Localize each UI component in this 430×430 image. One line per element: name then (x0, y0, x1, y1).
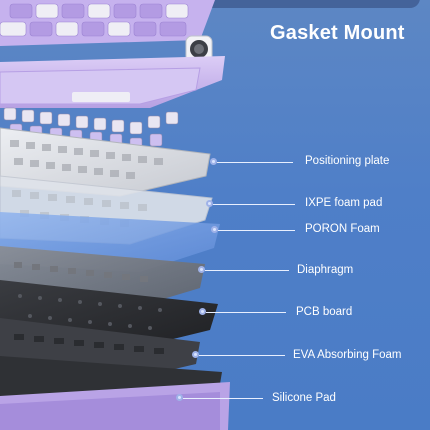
page-title: Gasket Mount (270, 22, 405, 44)
eva-foam-marker (192, 351, 199, 358)
positioning-plate-marker (210, 158, 217, 165)
poron-foam-label: PORON Foam (305, 223, 380, 235)
eva-foam-label: EVA Absorbing Foam (293, 349, 402, 361)
eva-foam-leader (199, 355, 285, 356)
positioning-plate-label: Positioning plate (305, 155, 390, 167)
poron-foam-leader (218, 230, 295, 231)
pcb-board-label: PCB board (296, 306, 353, 318)
diaphragm-label: Diaphragm (297, 264, 354, 276)
silicone-pad-label: Silicone Pad (272, 392, 336, 404)
positioning-plate-layer (0, 127, 211, 197)
poron-foam-marker (211, 226, 218, 233)
case-frame-layer (0, 56, 225, 108)
pcb-board-marker (199, 308, 206, 315)
ixpe-foam-leader (213, 204, 295, 205)
bottom-case-layer (0, 382, 230, 430)
pcb-board-leader (206, 312, 286, 313)
diaphragm-leader (205, 270, 289, 271)
diaphragm-marker (198, 266, 205, 273)
ixpe-foam-label: IXPE foam pad (305, 197, 383, 209)
ixpe-foam-marker (206, 200, 213, 207)
silicone-pad-leader (183, 398, 263, 399)
keycaps-layer (0, 0, 215, 63)
silicone-pad-marker (176, 394, 183, 401)
positioning-plate-leader (217, 162, 293, 163)
top-banner (150, 0, 420, 8)
